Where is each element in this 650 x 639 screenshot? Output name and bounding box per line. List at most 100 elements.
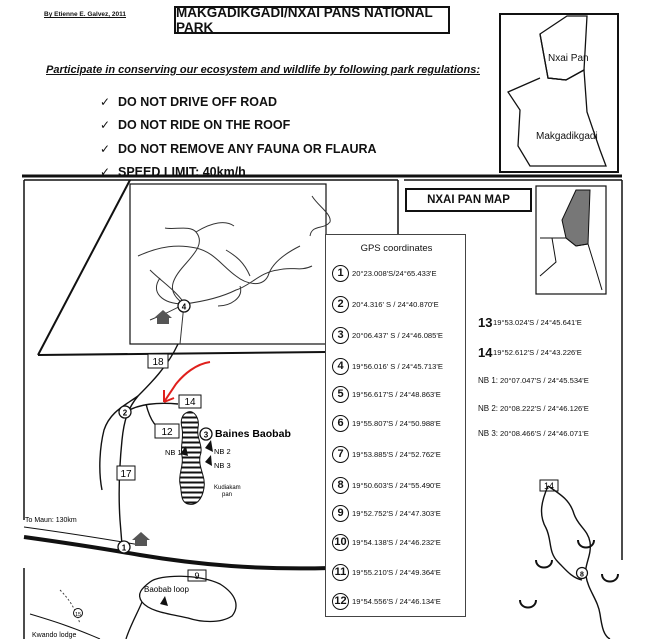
gps-coordinate: 19°54.138'S / 24°46.232'E — [352, 537, 441, 547]
baobab-tree-icon — [180, 446, 188, 456]
nb-label: NB 1: — [478, 375, 499, 385]
kwando-lodge-label: Kwando lodge — [32, 632, 76, 639]
waypoint-label: 8 — [580, 572, 584, 579]
inset-border — [540, 237, 603, 291]
inset-locator-map — [499, 13, 619, 173]
gps-coordinate: 19°52.612'S / 24°43.226'E — [493, 347, 582, 357]
waypoint-number: 8 — [332, 476, 349, 494]
road-number-9: 9 — [194, 571, 199, 581]
waypoint-number: 11 — [332, 563, 349, 581]
checkmark-icon: ✓ — [100, 118, 111, 133]
author-credit: By Etienne E. Galvez, 2011 — [44, 11, 127, 18]
boundary-line — [37, 351, 327, 356]
inset-border — [539, 237, 557, 277]
waypoint-label: 3 — [204, 431, 209, 440]
boundary-line — [37, 179, 131, 356]
park-title: MAKGADIKGADI/NXAI PANS NATIONAL PARK — [174, 5, 450, 35]
waypoint-4-marker — [177, 299, 191, 313]
rule-text: DO NOT DRIVE OFF ROAD — [118, 94, 278, 109]
nb1-label: NB 1 — [165, 448, 182, 457]
waypoint-number: 13 — [478, 314, 493, 330]
waypoint-3-marker — [199, 427, 213, 441]
road-number-boxes — [116, 353, 559, 582]
rule-item: ✓ DO NOT RIDE ON THE ROOF — [100, 114, 377, 138]
kwando-road — [29, 613, 101, 639]
gps-coordinate: 20°08.222'S / 24°46.126'E — [500, 403, 589, 413]
gps-title: GPS coordinates — [360, 243, 433, 254]
waypoint-15-marker — [73, 608, 83, 618]
checkmark-icon: ✓ — [100, 141, 111, 156]
nxai-inset-map — [535, 185, 607, 295]
waypoint-number: 2 — [332, 295, 349, 313]
checkmark-icon: ✓ — [100, 94, 111, 109]
kudiakam-pan — [179, 411, 205, 505]
baines-baobab-label: Baines Baobab — [215, 428, 291, 440]
road-number-18: 18 — [152, 357, 164, 368]
rule-text: DO NOT RIDE ON THE ROOF — [118, 118, 291, 133]
pan-shoreline — [540, 485, 611, 639]
gps-nb-row: NB 3:20°08.466'S / 24°46.071'E — [478, 424, 589, 442]
waypoint-number: 6 — [332, 414, 349, 432]
baobab-tree-icon — [160, 596, 168, 606]
gps-coordinate: 19°56.617'S / 24°48.863'E — [352, 389, 441, 399]
gps-coordinate: 19°54.556'S / 24°46.134'E — [352, 596, 441, 606]
pan-label: pan — [222, 492, 232, 498]
nb2-label: NB 2 — [214, 447, 231, 456]
waypoint-2-marker — [118, 405, 132, 419]
waypoint-number: 7 — [332, 445, 349, 463]
gps-nb-row: NB 2:20°08.222'S / 24°46.126'E — [478, 399, 589, 417]
gps-coordinate: 19°56.016' S / 24°45.713'E — [352, 361, 443, 371]
gps-coordinate: 20°08.466'S / 24°46.071'E — [500, 428, 589, 438]
waypoint-1-marker — [117, 540, 131, 554]
baobab-loop-label: Baobab loop — [144, 585, 189, 594]
gps-nb-row: NB 1:20°07.047'S / 24°45.534'E — [478, 371, 589, 389]
gps-coordinate: 20°07.047'S / 24°45.534'E — [500, 375, 589, 385]
main-roads — [99, 343, 179, 546]
gps-coordinate: 20°4.316' S / 24°40.870'E — [352, 299, 439, 309]
red-arrowhead-icon — [163, 390, 175, 403]
regulations-intro: Participate in conserving our ecosystem … — [46, 64, 480, 76]
nb-label: NB 3: — [478, 428, 499, 438]
baobab-tree-icon — [205, 455, 212, 466]
kwando-track — [59, 589, 81, 625]
nb-label: NB 2: — [478, 403, 499, 413]
rule-item: ✓ DO NOT REMOVE ANY FAUNA OR FLAURA — [100, 137, 377, 161]
gps-coordinate: 20°06.437' S / 24°46.085'E — [352, 330, 443, 340]
waypoint-number: 9 — [332, 504, 349, 522]
waypoint-label: 2 — [123, 409, 128, 418]
waypoint-number: 1 — [332, 264, 349, 282]
kudiakam-label: Kudiakam — [214, 485, 241, 491]
waypoint-8-marker — [575, 566, 589, 580]
waypoint-number: 4 — [332, 357, 349, 375]
inset-makgadikgadi-label: Makgadikgadi — [536, 131, 598, 142]
road-number-14: 14 — [184, 397, 196, 408]
gps-coordinate: 19°55.210'S / 24°49.364'E — [352, 567, 441, 577]
gps-coordinate: 19°50.603'S / 24°55.490'E — [352, 480, 441, 490]
baobab-tree-icon — [205, 440, 213, 452]
waypoint-label: 1 — [122, 544, 127, 553]
road-number-17: 17 — [120, 469, 132, 480]
gate-house-icon — [132, 532, 150, 546]
baobab-loop-road — [125, 575, 237, 639]
gps-coordinate: 19°55.807'S / 24°50.988'E — [352, 418, 441, 428]
gps-coordinate: 19°53.885'S / 24°52.762'E — [352, 449, 441, 459]
waypoint-number: 10 — [332, 533, 349, 551]
nxai-map-title: NXAI PAN MAP — [405, 188, 532, 212]
red-arrow-icon — [163, 361, 211, 403]
map-frame — [23, 179, 623, 639]
road-number-12: 12 — [161, 427, 173, 438]
checkmark-icon: ✓ — [100, 165, 111, 180]
campsite-icons — [519, 539, 619, 609]
rule-text: DO NOT REMOVE ANY FAUNA OR FLAURA — [118, 141, 377, 156]
